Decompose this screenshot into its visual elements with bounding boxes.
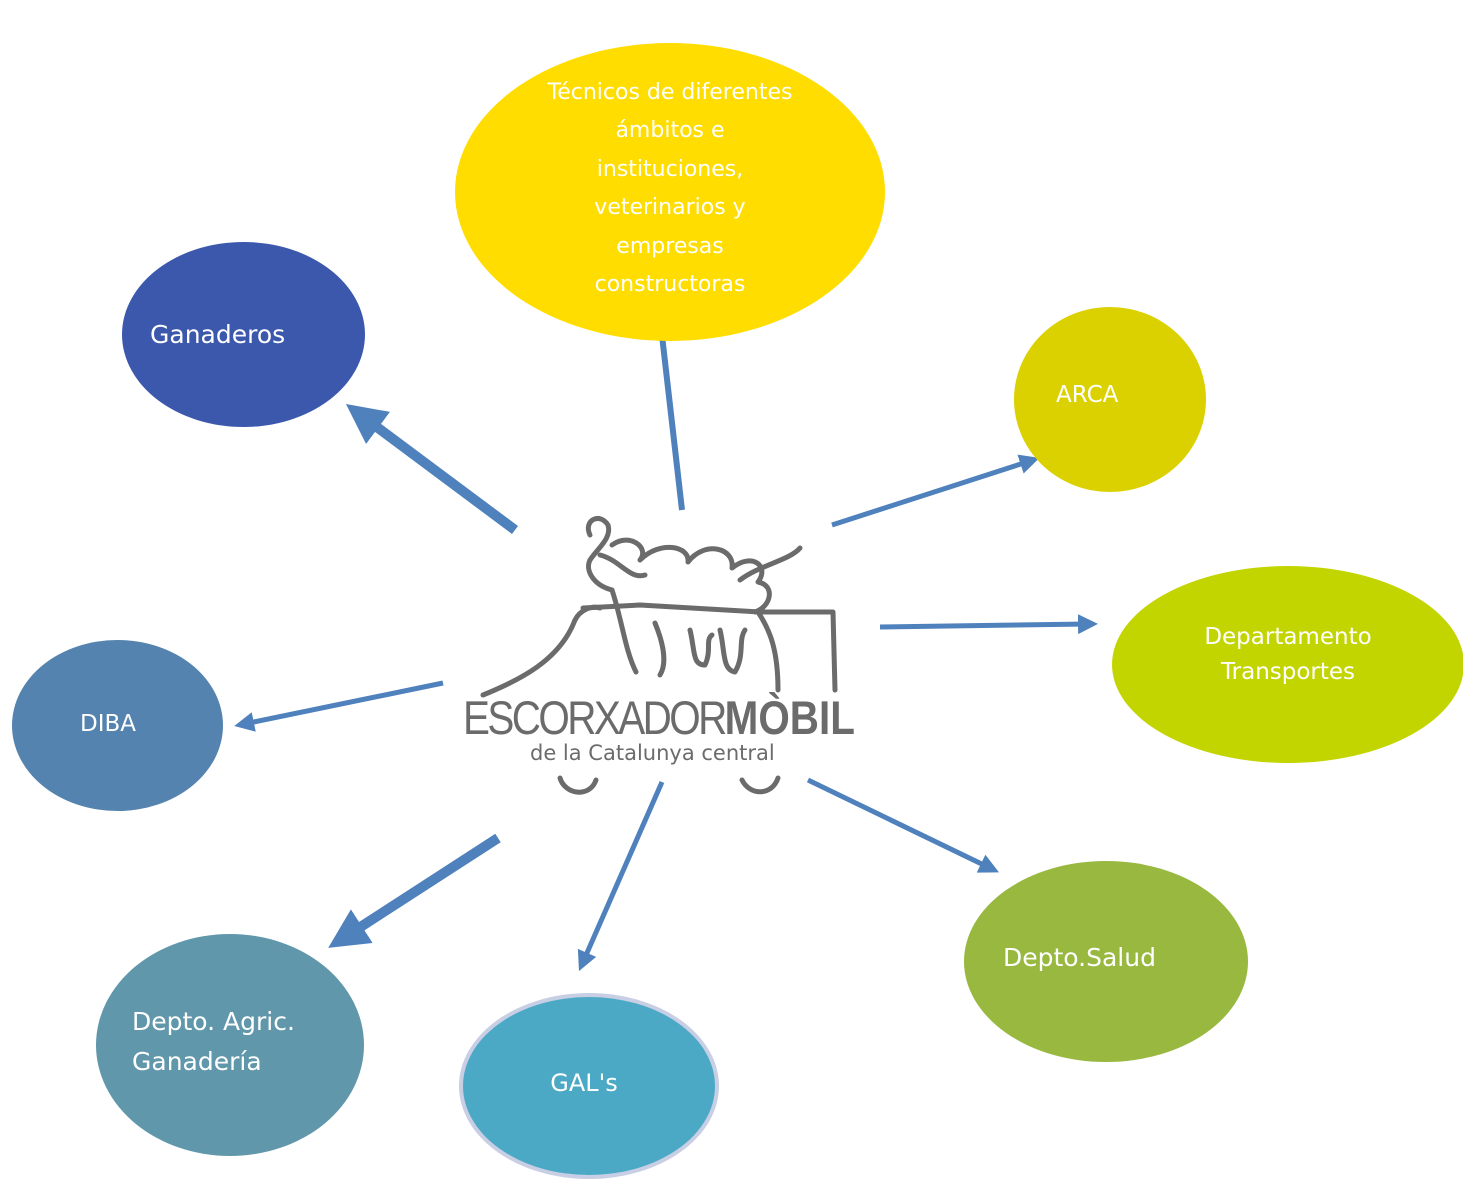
arrow-to-agric bbox=[328, 833, 501, 948]
node-diba-label: DIBA bbox=[80, 710, 137, 737]
node-salud-label: Depto.Salud bbox=[1003, 942, 1156, 972]
arrow-to-diba bbox=[234, 680, 444, 732]
logo-word-regular: ESCORXADOR bbox=[463, 691, 727, 744]
node-arca-label: ARCA bbox=[1056, 381, 1119, 408]
node-transportes: Departamento Transportes bbox=[1112, 566, 1463, 763]
arrow-to-arca bbox=[831, 454, 1040, 528]
escorxador-logo-icon bbox=[480, 516, 838, 795]
node-ganaderos: Ganaderos bbox=[122, 242, 365, 427]
arrow-to-gals bbox=[577, 780, 665, 972]
logo-wordmark: ESCORXADORMÒBIL bbox=[463, 690, 855, 746]
node-agric: Depto. Agric. Ganadería bbox=[96, 934, 364, 1156]
logo-tagline: de la Catalunya central bbox=[530, 741, 775, 765]
arrow-to-ganaderos bbox=[345, 404, 518, 535]
node-agric-label: Depto. Agric. Ganadería bbox=[132, 1007, 295, 1076]
node-gals: GAL's bbox=[459, 993, 719, 1179]
node-salud: Depto.Salud bbox=[964, 861, 1248, 1062]
node-arca: ARCA bbox=[1014, 307, 1206, 492]
node-tecnicos-label: Técnicos de diferentes ámbitos e institu… bbox=[547, 79, 793, 298]
arrow-to-tecnicos bbox=[649, 306, 685, 511]
node-transportes-label: Departamento Transportes bbox=[1204, 623, 1372, 685]
node-ganaderos-label: Ganaderos bbox=[150, 320, 286, 349]
arrow-to-transportes bbox=[879, 614, 1098, 635]
node-gals-label: GAL's bbox=[550, 1069, 618, 1097]
node-diba: DIBA bbox=[12, 640, 223, 811]
logo-word-bold: MÒBIL bbox=[724, 691, 855, 744]
arrow-to-salud bbox=[806, 777, 1000, 873]
node-tecnicos: Técnicos de diferentes ámbitos e institu… bbox=[455, 43, 885, 341]
